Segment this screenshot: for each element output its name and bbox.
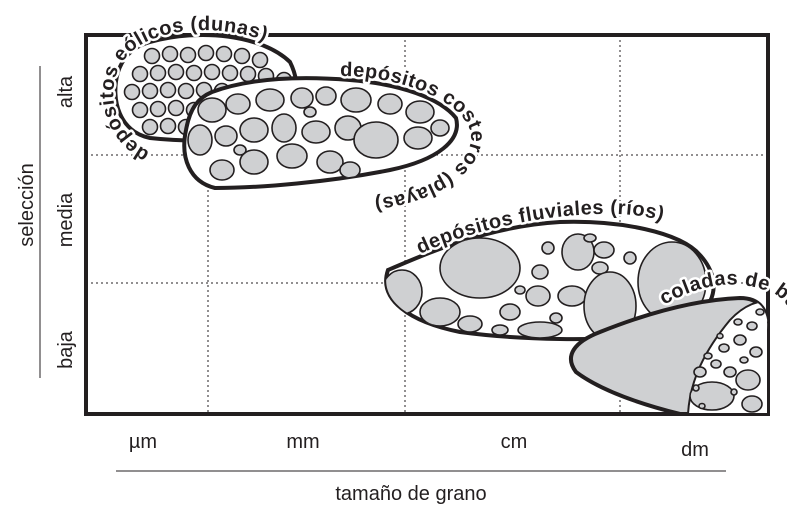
field-coladas <box>569 295 770 416</box>
y-tick-baja: baja <box>55 330 77 369</box>
field-costeros <box>182 76 459 191</box>
y-tick-media: media <box>55 192 77 247</box>
x-axis-title: tamaño de grano <box>335 483 486 505</box>
x-tick-um: µm <box>129 431 157 453</box>
y-tick-alta: alta <box>55 75 77 108</box>
coladas-matrix <box>686 300 768 414</box>
field-fluviales <box>384 219 716 342</box>
costeros-clasts <box>187 86 450 181</box>
x-tick-cm: cm <box>501 431 528 453</box>
y-axis-title: selección <box>16 163 38 246</box>
x-tick-dm: dm <box>681 439 709 461</box>
fluviales-clasts <box>386 233 707 340</box>
x-tick-mm: mm <box>286 431 319 453</box>
